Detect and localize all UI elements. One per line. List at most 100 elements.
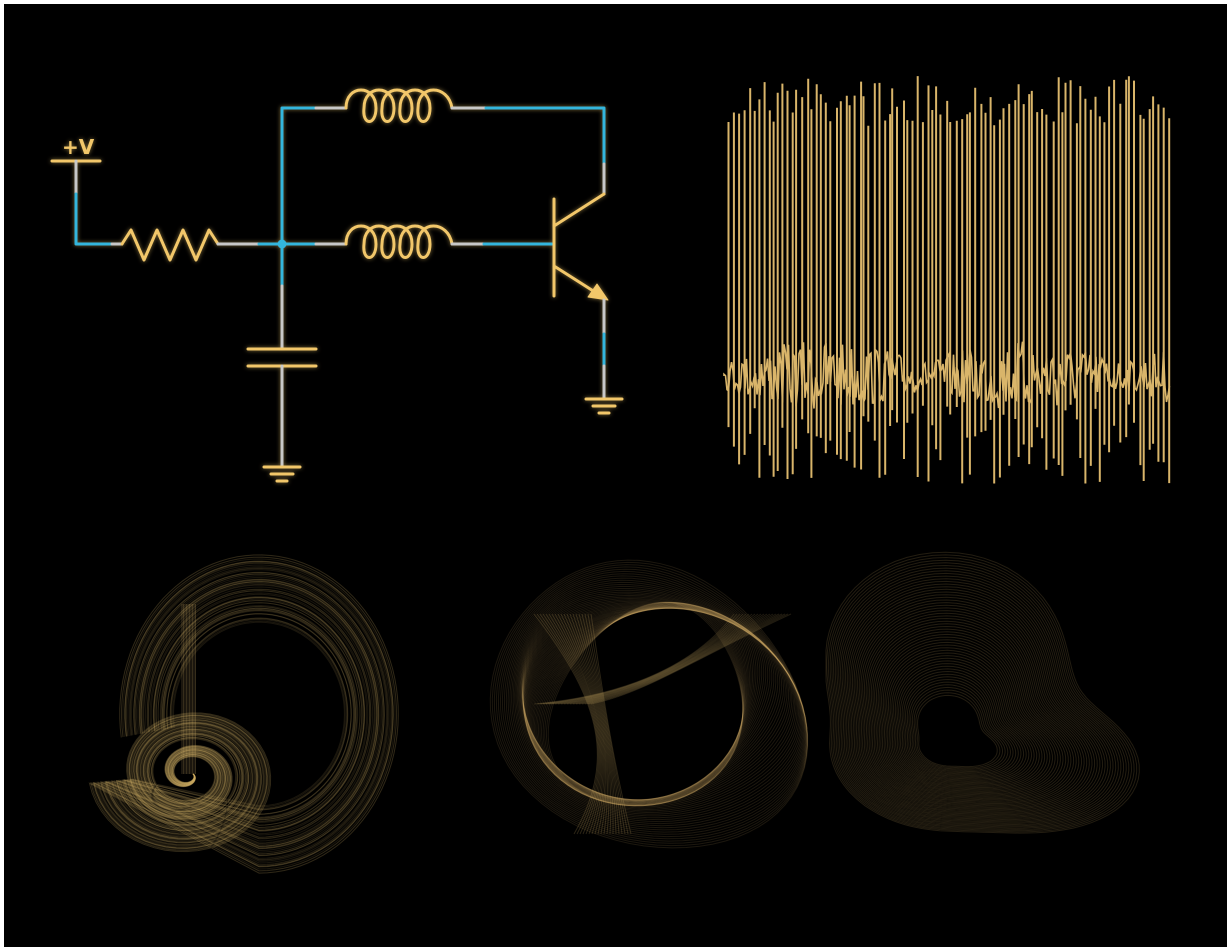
attractor-trace [122,607,357,826]
attractor-trace [566,613,610,835]
attractor-trace [115,596,366,832]
attractor-trace [887,649,1043,788]
attractor-trace [545,613,747,705]
attractor-trace [525,606,757,802]
attractor-trace [869,620,1072,802]
attractor-trace [126,613,352,823]
attractor-trace [853,596,1096,813]
attractor-trace [95,564,391,864]
attractor-trace [96,566,390,862]
attractor-trace [119,602,361,829]
attractor-trace [831,562,1130,829]
attractor-trace [581,613,623,835]
spiral-attractor [88,554,399,874]
attractor-trace [827,556,1135,832]
attractor-trace [590,613,792,705]
attractor-trace [98,569,388,859]
folded-attractor [825,551,1140,834]
attractor-trace [511,583,805,825]
attractor-trace [524,606,761,802]
attractor-trace [870,623,1069,801]
attractor-trace [497,568,808,840]
attractor-trace [522,607,773,801]
attractor-trace [587,613,629,835]
attractor-trace [101,573,384,855]
attractor-trace [548,613,603,835]
attractor-trace [124,610,355,825]
attractor-trace [533,613,598,835]
attractor-trace [536,613,738,705]
attractor-trace [93,561,394,867]
attractor-trace [533,613,735,705]
attractor-trace [522,606,783,802]
attractor-trace [104,578,380,850]
attractor-trace [545,613,602,835]
supply-label: +V [62,135,95,159]
attractor-trace [104,579,379,849]
attractor-trace [547,601,744,807]
noise-trace [723,341,1171,409]
attractor-trace [848,588,1104,817]
attractor-trace [881,639,1054,794]
attractor-trace [111,590,371,838]
attractor-trace [119,602,361,829]
attractor-trace [104,578,380,850]
attractor-trace [522,607,777,801]
attractor-trace [551,613,753,705]
attractor-trace [521,600,794,808]
attractor-trace [501,573,808,835]
attractor-trace [901,670,1022,779]
attractor-trace [503,575,807,833]
attractor-trace [527,604,752,804]
attractor-trace [100,572,385,857]
inductor-icon [344,224,454,259]
attractor-trace [126,613,352,823]
attractor-trace [894,660,1033,784]
attractor-trace [572,613,774,705]
attractor-trace [121,605,358,827]
attractor-trace [590,613,632,835]
attractor-trace [536,613,599,835]
attractor-trace [575,613,777,705]
attractor-trace [855,599,1093,812]
attractor-trace [841,578,1114,822]
attractor-trace [123,608,356,825]
attractor-trace [113,593,368,835]
attractor-trace [906,678,1014,775]
attractor-trace [94,562,393,866]
attractor-trace [908,681,1011,774]
attractor-trace [898,665,1027,781]
attractor-trace [587,613,789,705]
attractor-trace [124,609,355,825]
attractor-trace [518,594,800,814]
inductor-icon [344,88,454,123]
attractor-trace [569,613,771,705]
attractor-trace [554,613,756,705]
attractor-trace [523,607,765,801]
attractor-trace [533,602,746,806]
attractor-trace [106,581,378,847]
attractor-trace [117,600,363,830]
attractor-trace [129,617,349,821]
ground-icon [584,397,624,415]
attractor-trace [507,579,806,829]
attractor-trace [520,597,797,811]
attractor-trace [129,617,349,821]
attractor-trace [110,588,372,840]
attractor-trace [115,596,366,832]
attractor-trace [860,607,1085,808]
attractor-trace [107,583,376,845]
attractor-trace [905,676,1017,776]
attractor-trace [563,613,609,835]
attractor-trace [92,561,394,867]
figure-panel: +V [4,4,1227,947]
attractor-trace [539,613,741,705]
attractor-trace [123,608,356,826]
attractor-trace [542,601,744,807]
attractor-trace [858,604,1088,810]
attractor-trace [889,652,1040,787]
attractor-trace [122,607,357,826]
attractor-trace [545,601,744,807]
attractor-trace [911,686,1006,771]
